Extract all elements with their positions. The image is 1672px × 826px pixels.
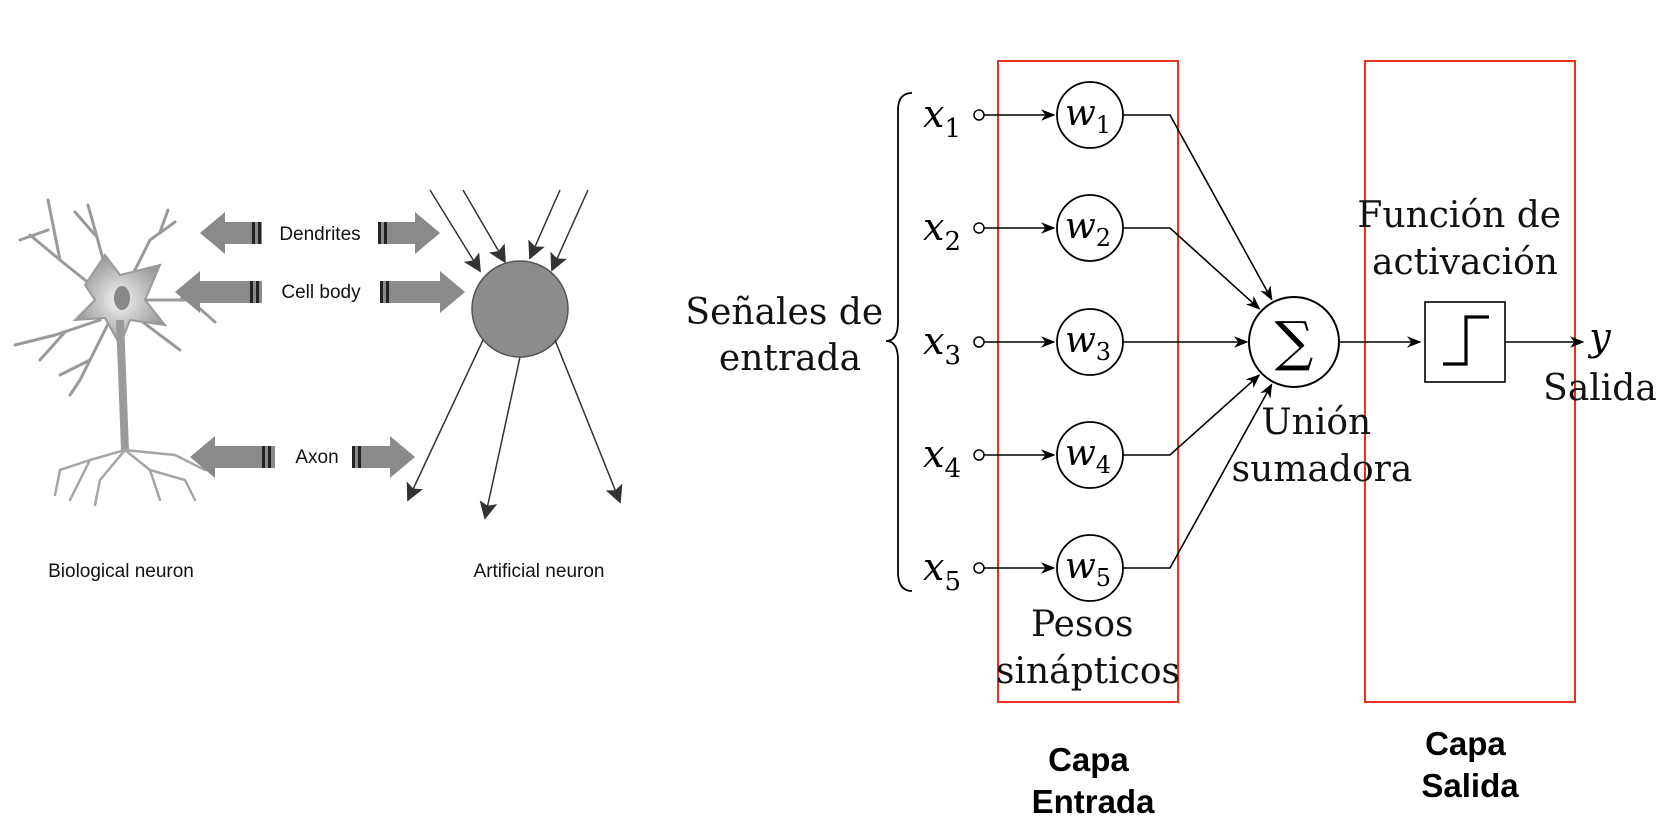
input-row: x1 w1 [923,81,1273,301]
output-layer-box [1364,60,1576,703]
input-terminal [973,222,985,234]
weight-variable: w4 [1065,433,1111,479]
weight-variable: w2 [1065,206,1111,252]
weight-to-sum-arrow [1123,227,1261,310]
artificial-neuron-input-arrows [429,189,589,273]
input-brace [885,92,913,592]
input-row: x4 w4 [923,374,1261,489]
artificial-neuron-caption: Artificial neuron [474,561,605,582]
cell-body-label: Cell body [281,282,361,303]
summation-symbol: ∑ [1275,310,1314,373]
input-row: x2 w2 [923,194,1261,310]
input-row: x5 w5 [923,383,1273,602]
input-variable: x5 [923,545,961,597]
dendrites-label: Dendrites [279,224,360,245]
synaptic-weights-label: Pesos sinápticos [996,604,1180,692]
input-row: x3 w3 [923,308,1249,376]
input-terminal [973,449,985,461]
weight-variable: w5 [1065,546,1111,592]
label-arrow-dendrites [200,212,440,254]
input-terminal [973,336,985,348]
summation-label: Unión sumadora [1232,402,1413,490]
weight-variable: w3 [1065,320,1111,366]
input-rows: x1 w1 x2 w2 x3 w3 x4 w4 x5 w5 [923,81,1273,602]
artificial-neuron-figure: Artificial neuron [406,189,623,582]
activation-function-label: Función de activación [1357,195,1572,283]
input-terminal [973,562,985,574]
step-function-icon [1443,315,1489,366]
input-layer-caption: Capa Entrada [1032,741,1156,820]
biological-neuron-dendrites [13,198,217,397]
biological-neuron-caption: Biological neuron [48,561,194,582]
output-variable: y [1587,315,1611,359]
label-arrow-cell-body [175,271,465,313]
input-variable: x2 [923,205,961,257]
input-terminal [973,109,985,121]
input-variable: x1 [923,92,961,144]
artificial-neuron-output-arrows [406,339,623,520]
output-label: Salida [1543,368,1657,409]
weight-to-sum-arrow [1123,374,1261,456]
axon-label: Axon [295,447,338,468]
biological-nucleus [114,286,130,310]
weight-variable: w1 [1065,93,1111,139]
input-variable: x3 [923,319,961,371]
input-variable: x4 [923,432,961,484]
input-signals-label: Señales de entrada [685,292,894,379]
biological-neuron-figure: Dendrites Cell body Axon Biological neur… [13,198,465,582]
weight-to-sum-arrow [1123,383,1273,569]
input-layer-box [997,60,1179,703]
label-arrow-axon [190,436,415,478]
output-layer-caption: Capa Salida [1421,725,1519,804]
biological-axon-terminals [53,448,207,507]
biological-axon [116,319,129,451]
weight-to-sum-arrow [1123,114,1273,301]
artificial-neuron-node [471,260,569,358]
